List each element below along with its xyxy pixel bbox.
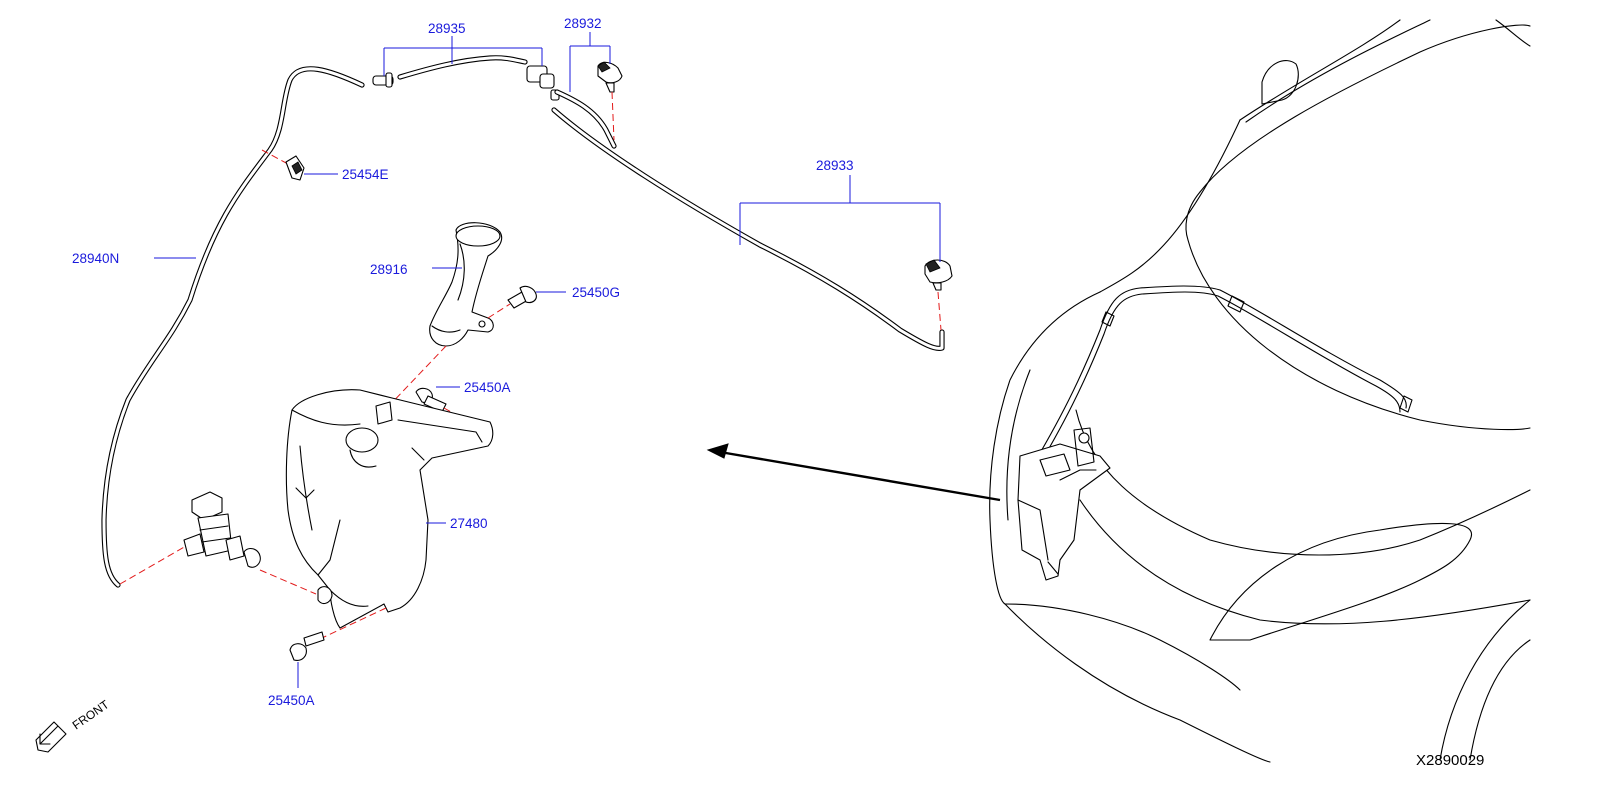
hose-connector-icon [372,65,560,101]
vehicle-outline [989,19,1531,763]
front-label: FRONT [70,697,112,733]
label-25450a-top: 25450A [464,380,511,395]
label-28935: 28935 [428,21,466,36]
washer-hose-28940n[interactable] [101,66,365,588]
label-28916: 28916 [370,262,408,277]
washer-nozzle-28932[interactable] [597,61,623,141]
label-28940n: 28940N [72,251,119,266]
leader-lines [154,32,941,688]
label-27480: 27480 [450,516,488,531]
filler-neck-28916[interactable] [429,222,503,347]
reference-code: X2890029 [1416,752,1484,769]
washer-reservoir-27480[interactable] [285,389,494,629]
washer-hose-28932[interactable] [554,89,617,149]
part-labels: 28935 28932 25454E 28933 28940N 28916 25… [72,16,854,708]
arrow-down-left-icon [35,721,67,753]
front-indicator: FRONT [35,697,112,753]
washer-pump[interactable] [119,491,317,595]
hose-clip-25454e[interactable] [261,149,305,181]
washer-hose-28935[interactable] [372,55,560,101]
label-25454e: 25454E [342,167,389,182]
fit-line-filler [365,345,447,431]
washer-nozzle-28933[interactable] [924,259,953,331]
screw-25450a-bottom[interactable] [289,607,387,661]
label-28932: 28932 [564,16,602,31]
label-25450a-bottom: 25450A [268,693,315,708]
location-arrow [706,443,1001,502]
screw-25450g[interactable] [487,285,537,319]
label-28933: 28933 [816,158,854,173]
label-25450g: 25450G [572,285,620,300]
washer-hose-28933[interactable] [551,107,945,352]
